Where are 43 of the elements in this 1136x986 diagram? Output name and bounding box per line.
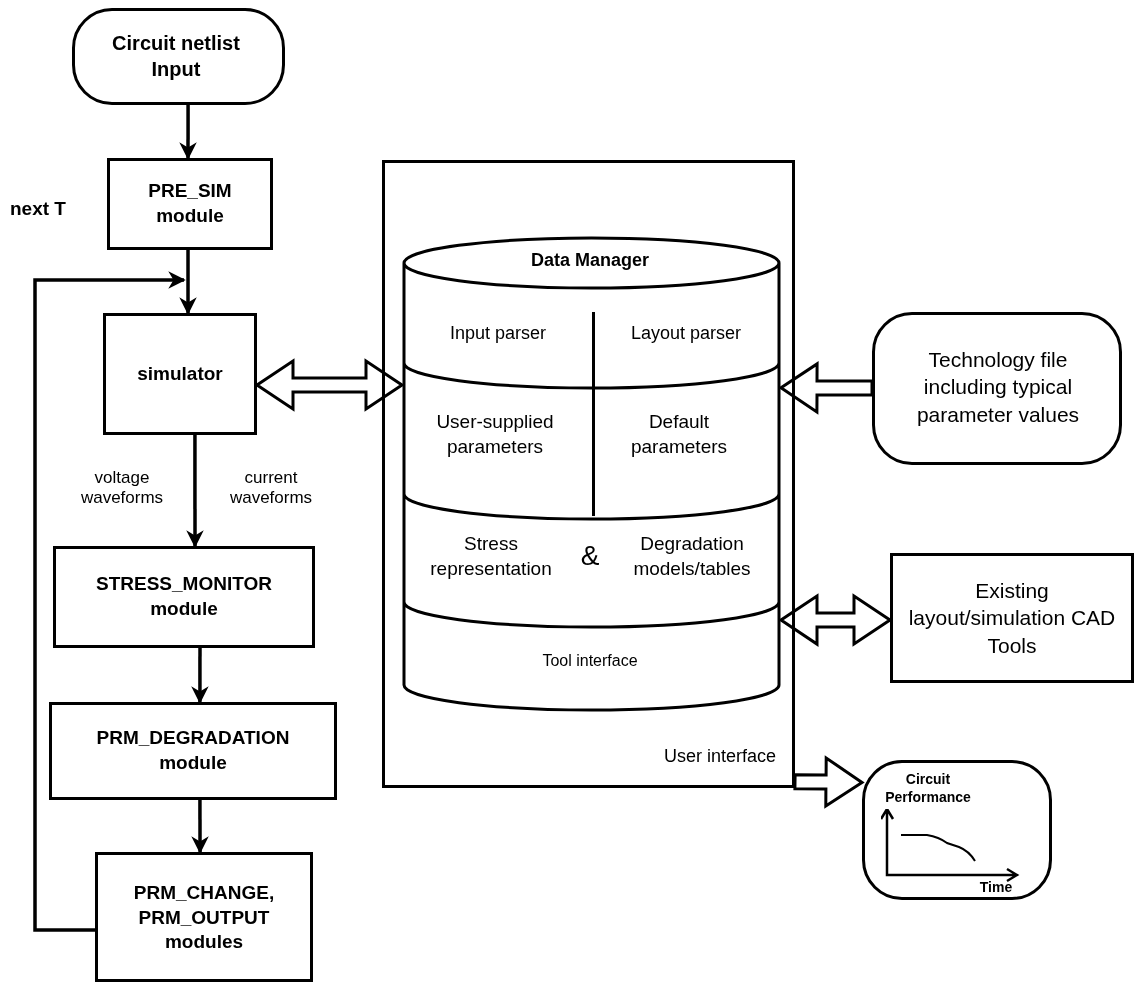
node-text: Data Manager <box>529 249 650 273</box>
process-box <box>49 702 337 800</box>
terminal-box <box>872 312 1122 465</box>
node-text: PRE_SIM module <box>147 179 233 228</box>
node-text: PRM_DEGRADATION module <box>95 726 291 775</box>
block-arrow <box>793 755 865 809</box>
node-text: PRM_CHANGE, PRM_OUTPUT modules <box>132 880 276 955</box>
node-text: Technology file including typical parameter values <box>915 347 1081 428</box>
arrow <box>179 105 197 160</box>
arrow <box>33 271 186 932</box>
node-text: Time <box>978 878 1014 896</box>
block-arrow <box>778 361 874 415</box>
process-box <box>95 852 313 982</box>
node-text: User-supplied parameters <box>435 410 555 459</box>
process-box <box>53 546 315 648</box>
chart-card <box>862 760 1052 900</box>
signal-label: voltage waveforms <box>79 468 165 509</box>
process-box <box>103 313 257 435</box>
process-box <box>890 553 1134 683</box>
node-text: simulator <box>136 361 224 386</box>
process-box <box>107 158 273 250</box>
block-arrow <box>778 593 893 647</box>
node-text: Tool interface <box>541 650 639 671</box>
node-text: Existing layout/simulation CAD Tools <box>907 578 1117 659</box>
node-text: STRESS_MONITOR module <box>95 572 273 621</box>
arrow <box>179 250 197 315</box>
terminal-box <box>72 8 285 105</box>
node-text: Degradation models/tables <box>632 532 752 581</box>
database-cylinder <box>402 236 781 712</box>
node-text: Default parameters <box>629 410 729 459</box>
arrow <box>191 648 209 704</box>
node-text: Stress representation <box>429 532 553 581</box>
node-text: Circuit Performance <box>884 769 972 807</box>
signal-label: current waveforms <box>228 468 314 509</box>
node-text: Input parser <box>448 322 548 346</box>
frame-box <box>382 160 795 788</box>
arrow <box>186 435 204 548</box>
node-text: Circuit netlist Input <box>111 31 241 82</box>
node-text: User interface <box>662 745 777 769</box>
node-text: & <box>579 539 601 573</box>
node-text: Layout parser <box>629 322 743 346</box>
arrow <box>191 800 209 854</box>
block-arrow <box>254 358 405 412</box>
